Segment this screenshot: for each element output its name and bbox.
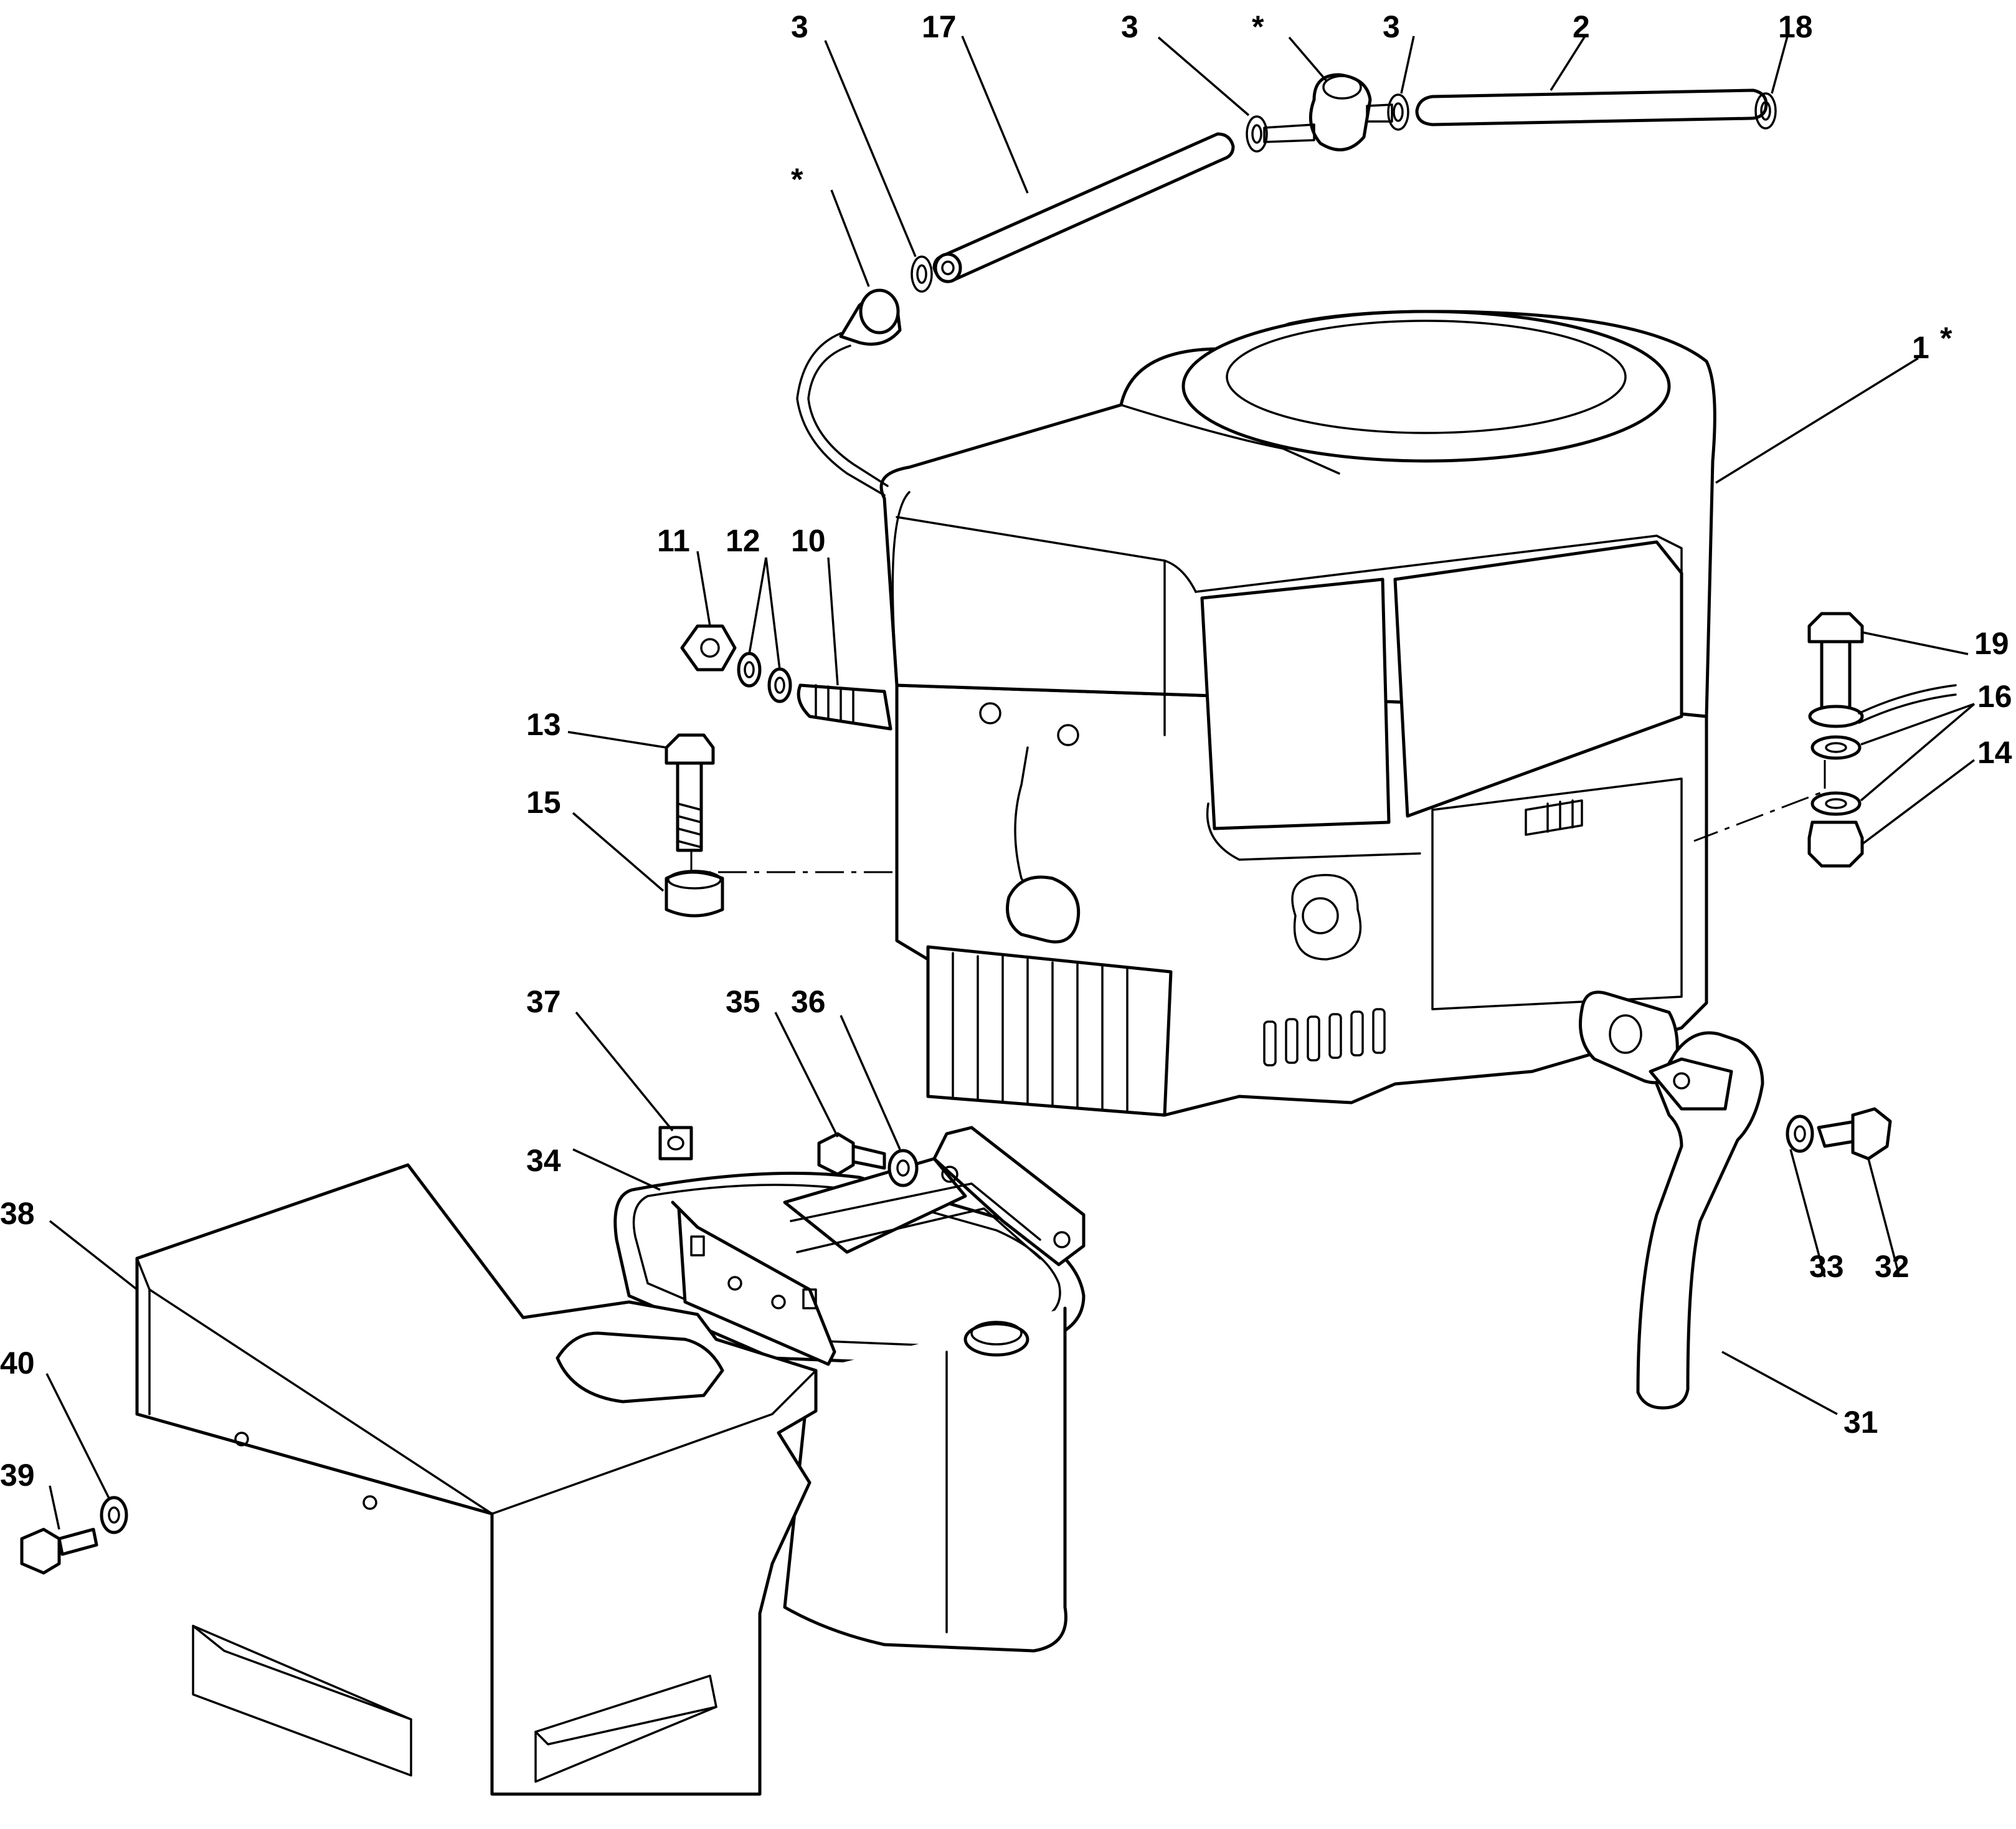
callout-39: 39	[0, 1458, 35, 1493]
callout-1: 1	[1912, 330, 1929, 365]
callout-14: 14	[1977, 735, 2012, 770]
callout-32: 32	[1875, 1249, 1910, 1284]
callout-35: 35	[726, 984, 760, 1019]
callout-33: 33	[1809, 1249, 1844, 1284]
fuel-line-assembly	[796, 73, 1777, 496]
air-guide-34	[613, 1126, 1086, 1653]
callout-10: 10	[791, 523, 826, 558]
callout-2: 2	[1573, 9, 1590, 44]
callout-3: 3	[1121, 9, 1138, 44]
engine	[879, 310, 1716, 1117]
callout-31: 31	[1843, 1405, 1878, 1440]
leader-lines	[45, 36, 1976, 1530]
callout-34: 34	[526, 1143, 561, 1178]
callout-12: 12	[726, 523, 760, 558]
callout-18: 18	[1778, 9, 1813, 44]
callout-38: 38	[0, 1196, 35, 1231]
callout-36: 36	[791, 984, 826, 1019]
fasteners-left	[665, 624, 894, 918]
callout-star-fuel-filter: *	[791, 162, 803, 197]
fasteners-right	[1693, 612, 1957, 868]
cover-38	[20, 1163, 818, 1796]
callout-13: 13	[526, 707, 561, 742]
callout-17: 17	[922, 9, 957, 44]
callout-19: 19	[1974, 626, 2009, 661]
callout-16: 16	[1977, 679, 2012, 714]
exhaust-pipe	[1579, 991, 1892, 1410]
callout-3: 3	[1383, 9, 1400, 44]
callout-labels: 3 17 3 * 3 2 18 * 1 * 11 12 10 13 15 19 …	[0, 9, 2012, 1493]
callout-15: 15	[526, 785, 561, 820]
callout-star-valve: *	[1252, 9, 1264, 44]
callout-40: 40	[0, 1346, 35, 1380]
callout-star-engine: *	[1940, 321, 1952, 356]
callout-3: 3	[791, 9, 808, 44]
callout-37: 37	[526, 984, 561, 1019]
callout-11: 11	[657, 523, 690, 558]
